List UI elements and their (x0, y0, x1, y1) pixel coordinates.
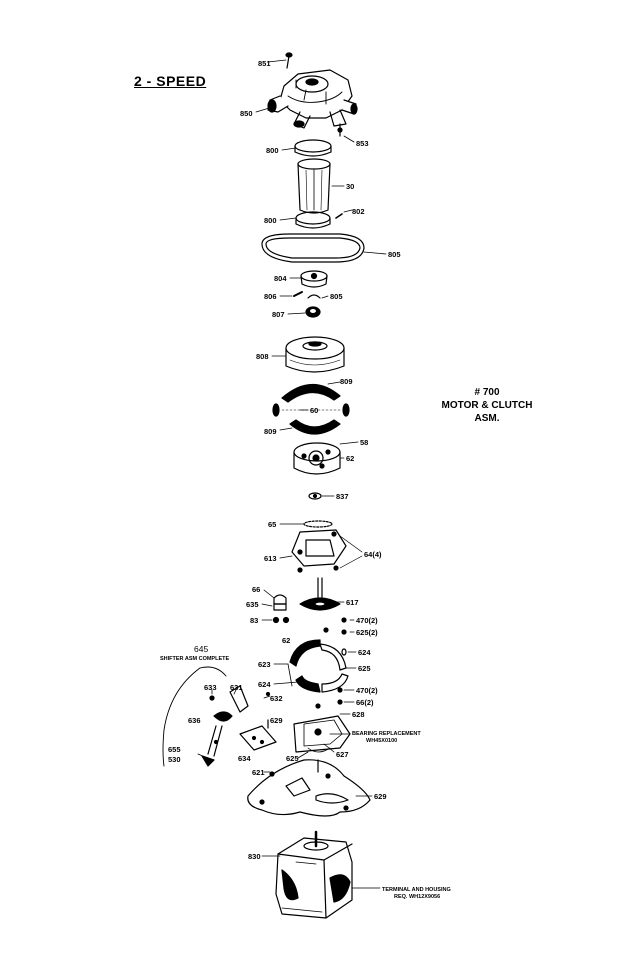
callout-66: 66 (252, 585, 260, 594)
callout-633: 633 (204, 683, 217, 692)
callout-634: 634 (238, 754, 251, 763)
callout-805-belt: 805 (388, 250, 401, 259)
terminal-note: TERMINAL AND HOUSING REQ. WH12X9056 (382, 887, 451, 900)
callout-806: 806 (264, 292, 277, 301)
callout-830: 830 (248, 852, 261, 861)
shifter-name: SHIFTER ASM COMPLETE (160, 656, 229, 662)
clutch-shoe-lower-part (289, 419, 341, 435)
motor-part (275, 830, 353, 919)
pulley-part (300, 270, 328, 288)
callout-802: 802 (352, 207, 365, 216)
callout-62-lower: 62 (282, 636, 290, 645)
callout-617: 617 (346, 598, 359, 607)
shifter-bracket-part (239, 719, 277, 751)
drive-shaft-part (299, 577, 341, 611)
bearing-note-line1: BEARING REPLACEMENT (352, 731, 421, 737)
callout-629-plate: 629 (374, 792, 387, 801)
callout-624-left: 624 (258, 680, 271, 689)
callout-621: 621 (252, 768, 265, 777)
callout-65: 65 (268, 520, 276, 529)
assembly-number: # 700 (474, 387, 500, 398)
shifter-label: 645 SHIFTER ASM COMPLETE (160, 644, 229, 662)
callout-30: 30 (346, 182, 354, 191)
callout-labels: 851 850 853 800 30 800 802 805 804 806 8… (168, 59, 401, 861)
callout-800-top: 800 (266, 146, 279, 155)
terminal-note-line2: REQ. WH12X9056 (394, 894, 440, 900)
callout-624-right: 624 (358, 648, 371, 657)
callout-636: 636 (188, 716, 201, 725)
callout-655: 655 (168, 745, 181, 754)
callout-628: 628 (352, 710, 365, 719)
callout-62: 62 (346, 454, 354, 463)
callout-83: 83 (250, 616, 258, 625)
hose-sleeve-part (297, 158, 331, 214)
mounting-plate-part (247, 759, 371, 817)
callout-632: 632 (270, 694, 283, 703)
drive-belt-part (261, 233, 365, 263)
clutch-shoe-upper-part (281, 383, 341, 403)
screw-part (285, 52, 293, 69)
callout-66-two: 66(2) (356, 698, 374, 707)
clutch-drum-part (285, 336, 345, 373)
callout-804: 804 (274, 274, 287, 283)
callout-809-top: 809 (340, 377, 353, 386)
clutch-spring-part (272, 403, 350, 417)
callout-530: 530 (168, 755, 181, 764)
callout-623: 623 (258, 660, 271, 669)
callout-627: 627 (336, 750, 349, 759)
brake-plate-part (291, 520, 347, 573)
callout-851: 851 (258, 59, 271, 68)
pump-housing-part (267, 69, 358, 129)
callout-613: 613 (264, 554, 277, 563)
callout-808: 808 (256, 352, 269, 361)
clamp-ring-top-part (294, 139, 332, 157)
leader-lines (197, 59, 387, 889)
callout-625-two: 625(2) (356, 628, 378, 637)
callout-850: 850 (240, 109, 253, 118)
shifter-number: 645 (194, 644, 208, 654)
bearing-note: BEARING REPLACEMENT WH45X0100 (352, 731, 421, 744)
assembly-name: MOTOR & CLUTCH (441, 400, 533, 411)
clamp-ring-bottom-part (295, 211, 331, 229)
fitting-part (337, 123, 343, 137)
callout-625: 625 (358, 664, 371, 673)
callout-58: 58 (360, 438, 368, 447)
callout-60: 60 (310, 406, 318, 415)
callout-809-bottom: 809 (264, 427, 277, 436)
callout-629-bracket: 629 (270, 716, 283, 725)
callout-837: 837 (336, 492, 349, 501)
callout-800-bottom: 800 (264, 216, 277, 225)
diagram-title: 2 - SPEED (134, 73, 207, 89)
brake-shoe-set-part (287, 639, 349, 693)
callout-470-top: 470(2) (356, 616, 378, 625)
bearing-note-line2: WH45X0100 (366, 738, 397, 744)
nut-part (305, 306, 321, 318)
callout-631: 631 (230, 683, 243, 692)
callout-805-clip: 805 (330, 292, 343, 301)
terminal-note-line1: TERMINAL AND HOUSING (382, 887, 451, 893)
callout-853: 853 (356, 139, 369, 148)
callout-807: 807 (272, 310, 285, 319)
callout-625-lower: 625 (286, 754, 299, 763)
clutch-hub-part (293, 442, 341, 475)
callout-635: 635 (246, 600, 259, 609)
callout-64: 64(4) (364, 550, 382, 559)
callout-470-bottom: 470(2) (356, 686, 378, 695)
assembly-suffix: ASM. (474, 413, 500, 424)
bearing-plate-part (293, 703, 351, 753)
shifter-assembly-part (162, 666, 249, 767)
assembly-label: # 700 MOTOR & CLUTCH ASM. (428, 386, 546, 425)
